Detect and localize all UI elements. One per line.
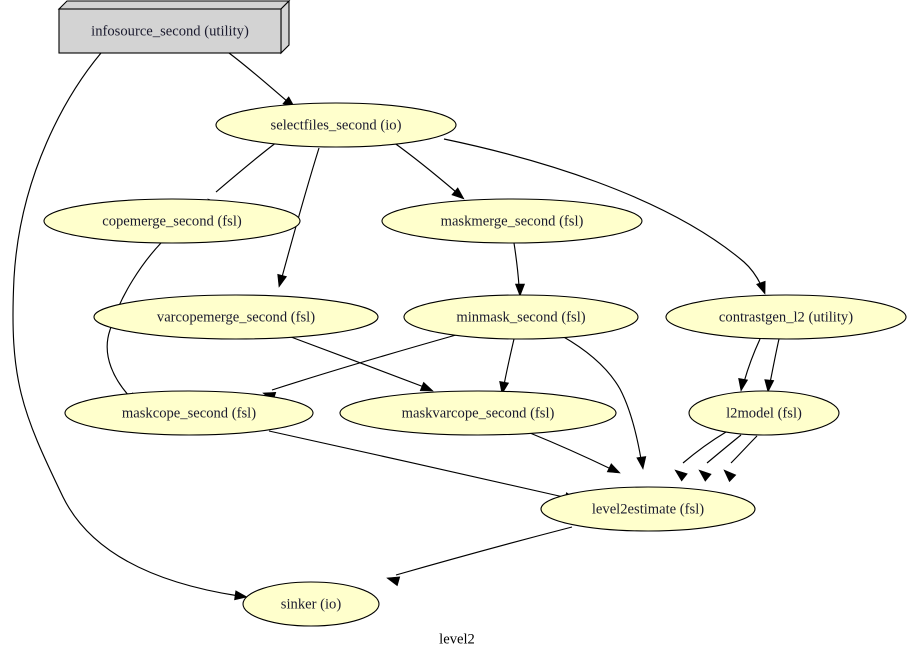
edge-maskvarcope-to-level2estimate (529, 432, 621, 474)
nodes-layer: infosource_second (utility) selectfiles_s… (43, 0, 907, 627)
node-ellipse-shape (339, 390, 617, 436)
node-label: infosource_second (utility) (91, 23, 249, 39)
node-label: maskmerge_second (fsl) (441, 213, 584, 229)
node-label: contrastgen_l2 (utility) (719, 309, 853, 325)
edge-line (215, 141, 278, 193)
edge-arrowhead (764, 379, 775, 393)
node-label: level2estimate (fsl) (592, 501, 704, 517)
node-ellipse-shape (540, 486, 756, 532)
edge-line (513, 242, 520, 287)
edge-contrastgen-to-l2model-b (764, 338, 780, 393)
graph-caption: level2 (439, 631, 475, 647)
edge-line (106, 242, 162, 399)
edge-arrowhead (277, 273, 288, 288)
node-level2estimate[interactable]: level2estimate (fsl) (540, 486, 756, 532)
edge-arrowhead (756, 280, 766, 295)
edge-contrastgen-to-l2model-a (738, 338, 761, 392)
node-label: selectfiles_second (io) (271, 117, 402, 133)
node-label: maskvarcope_second (fsl) (402, 405, 555, 421)
edge-line (268, 430, 569, 499)
edge-arrowhead (386, 576, 401, 587)
node-sinker[interactable]: sinker (io) (242, 581, 380, 627)
edge-line (395, 526, 573, 576)
edge-line (682, 431, 727, 464)
edge-line (769, 338, 780, 384)
edge-arrowhead (514, 283, 526, 297)
node-contrastgen_l2[interactable]: contrastgen_l2 (utility) (665, 294, 907, 340)
edge-line (561, 335, 642, 460)
edge-line (12, 52, 240, 597)
edge-selectfiles-to-varcopemerge (277, 147, 320, 288)
edge-arrowhead (674, 469, 688, 482)
node-box-top-face (57, 0, 291, 10)
node-copemerge_second[interactable]: copemerge_second (fsl) (43, 198, 301, 244)
edge-arrowhead (698, 469, 712, 482)
edge-infosource-to-sinker (12, 52, 248, 601)
node-maskcope_second[interactable]: maskcope_second (fsl) (64, 390, 314, 436)
node-ellipse-shape (64, 390, 314, 436)
edge-arrowhead (234, 590, 248, 601)
edge-line (392, 141, 457, 193)
edge-arrowhead (419, 381, 434, 392)
edge-minmask-to-maskvarcope (499, 338, 515, 395)
edge-line (743, 338, 761, 383)
edge-infosource-to-selectfiles (228, 52, 296, 109)
edge-line (271, 334, 457, 391)
node-ellipse-shape (43, 198, 301, 244)
edge-minmask-to-level2estimate (561, 335, 647, 470)
edge-level2estimate-to-sinker (386, 526, 573, 587)
node-label: maskcope_second (fsl) (122, 405, 256, 421)
node-label: minmask_second (fsl) (456, 309, 585, 325)
edges-layer (12, 52, 780, 601)
edge-arrowhead (451, 187, 465, 200)
node-ellipse-shape (665, 294, 907, 340)
edge-varcopemerge-to-maskvarcope (290, 336, 434, 392)
node-ellipse-shape (381, 198, 643, 244)
node-box-front-face (58, 8, 282, 54)
edge-line (281, 147, 320, 278)
node-maskmerge_second[interactable]: maskmerge_second (fsl) (381, 198, 643, 244)
node-ellipse-shape (403, 294, 639, 340)
edge-line (290, 336, 425, 388)
node-box-right-face (280, 0, 290, 55)
node-ellipse-shape (215, 102, 457, 148)
node-infosource_second[interactable]: infosource_second (utility) (57, 0, 291, 55)
node-label: l2model (fsl) (726, 405, 802, 421)
edge-line (443, 138, 762, 286)
edge-line (228, 52, 289, 103)
edge-l2model-to-level2estimate-b (698, 434, 742, 482)
edge-arrowhead (636, 456, 647, 470)
edge-maskcope-to-level2estimate (268, 430, 578, 502)
node-label: copemerge_second (fsl) (102, 213, 242, 229)
edge-line (730, 435, 758, 464)
node-ellipse-shape (688, 390, 840, 436)
node-label: varcopemerge_second (fsl) (157, 309, 315, 325)
node-selectfiles_second[interactable]: selectfiles_second (io) (215, 102, 457, 148)
node-varcopemerge_second[interactable]: varcopemerge_second (fsl) (93, 294, 379, 340)
edge-line (706, 434, 742, 464)
edge-maskmerge-to-minmask (513, 242, 526, 297)
edge-arrowhead (723, 469, 737, 483)
edge-selectfiles-to-contrastgen (443, 138, 766, 295)
edge-line (529, 432, 612, 470)
edge-l2model-to-level2estimate-c (723, 435, 758, 483)
node-ellipse-shape (242, 581, 380, 627)
node-maskvarcope_second[interactable]: maskvarcope_second (fsl) (339, 390, 617, 436)
node-label: sinker (io) (281, 596, 342, 612)
node-ellipse-shape (93, 294, 379, 340)
node-minmask_second[interactable]: minmask_second (fsl) (403, 294, 639, 340)
edge-line (503, 338, 515, 386)
edge-arrowhead (738, 378, 749, 392)
edge-arrowhead (606, 463, 621, 474)
node-l2model[interactable]: l2model (fsl) (688, 390, 840, 436)
edge-l2model-to-level2estimate-a (674, 431, 727, 482)
edge-selectfiles-to-maskmerge (392, 141, 465, 200)
